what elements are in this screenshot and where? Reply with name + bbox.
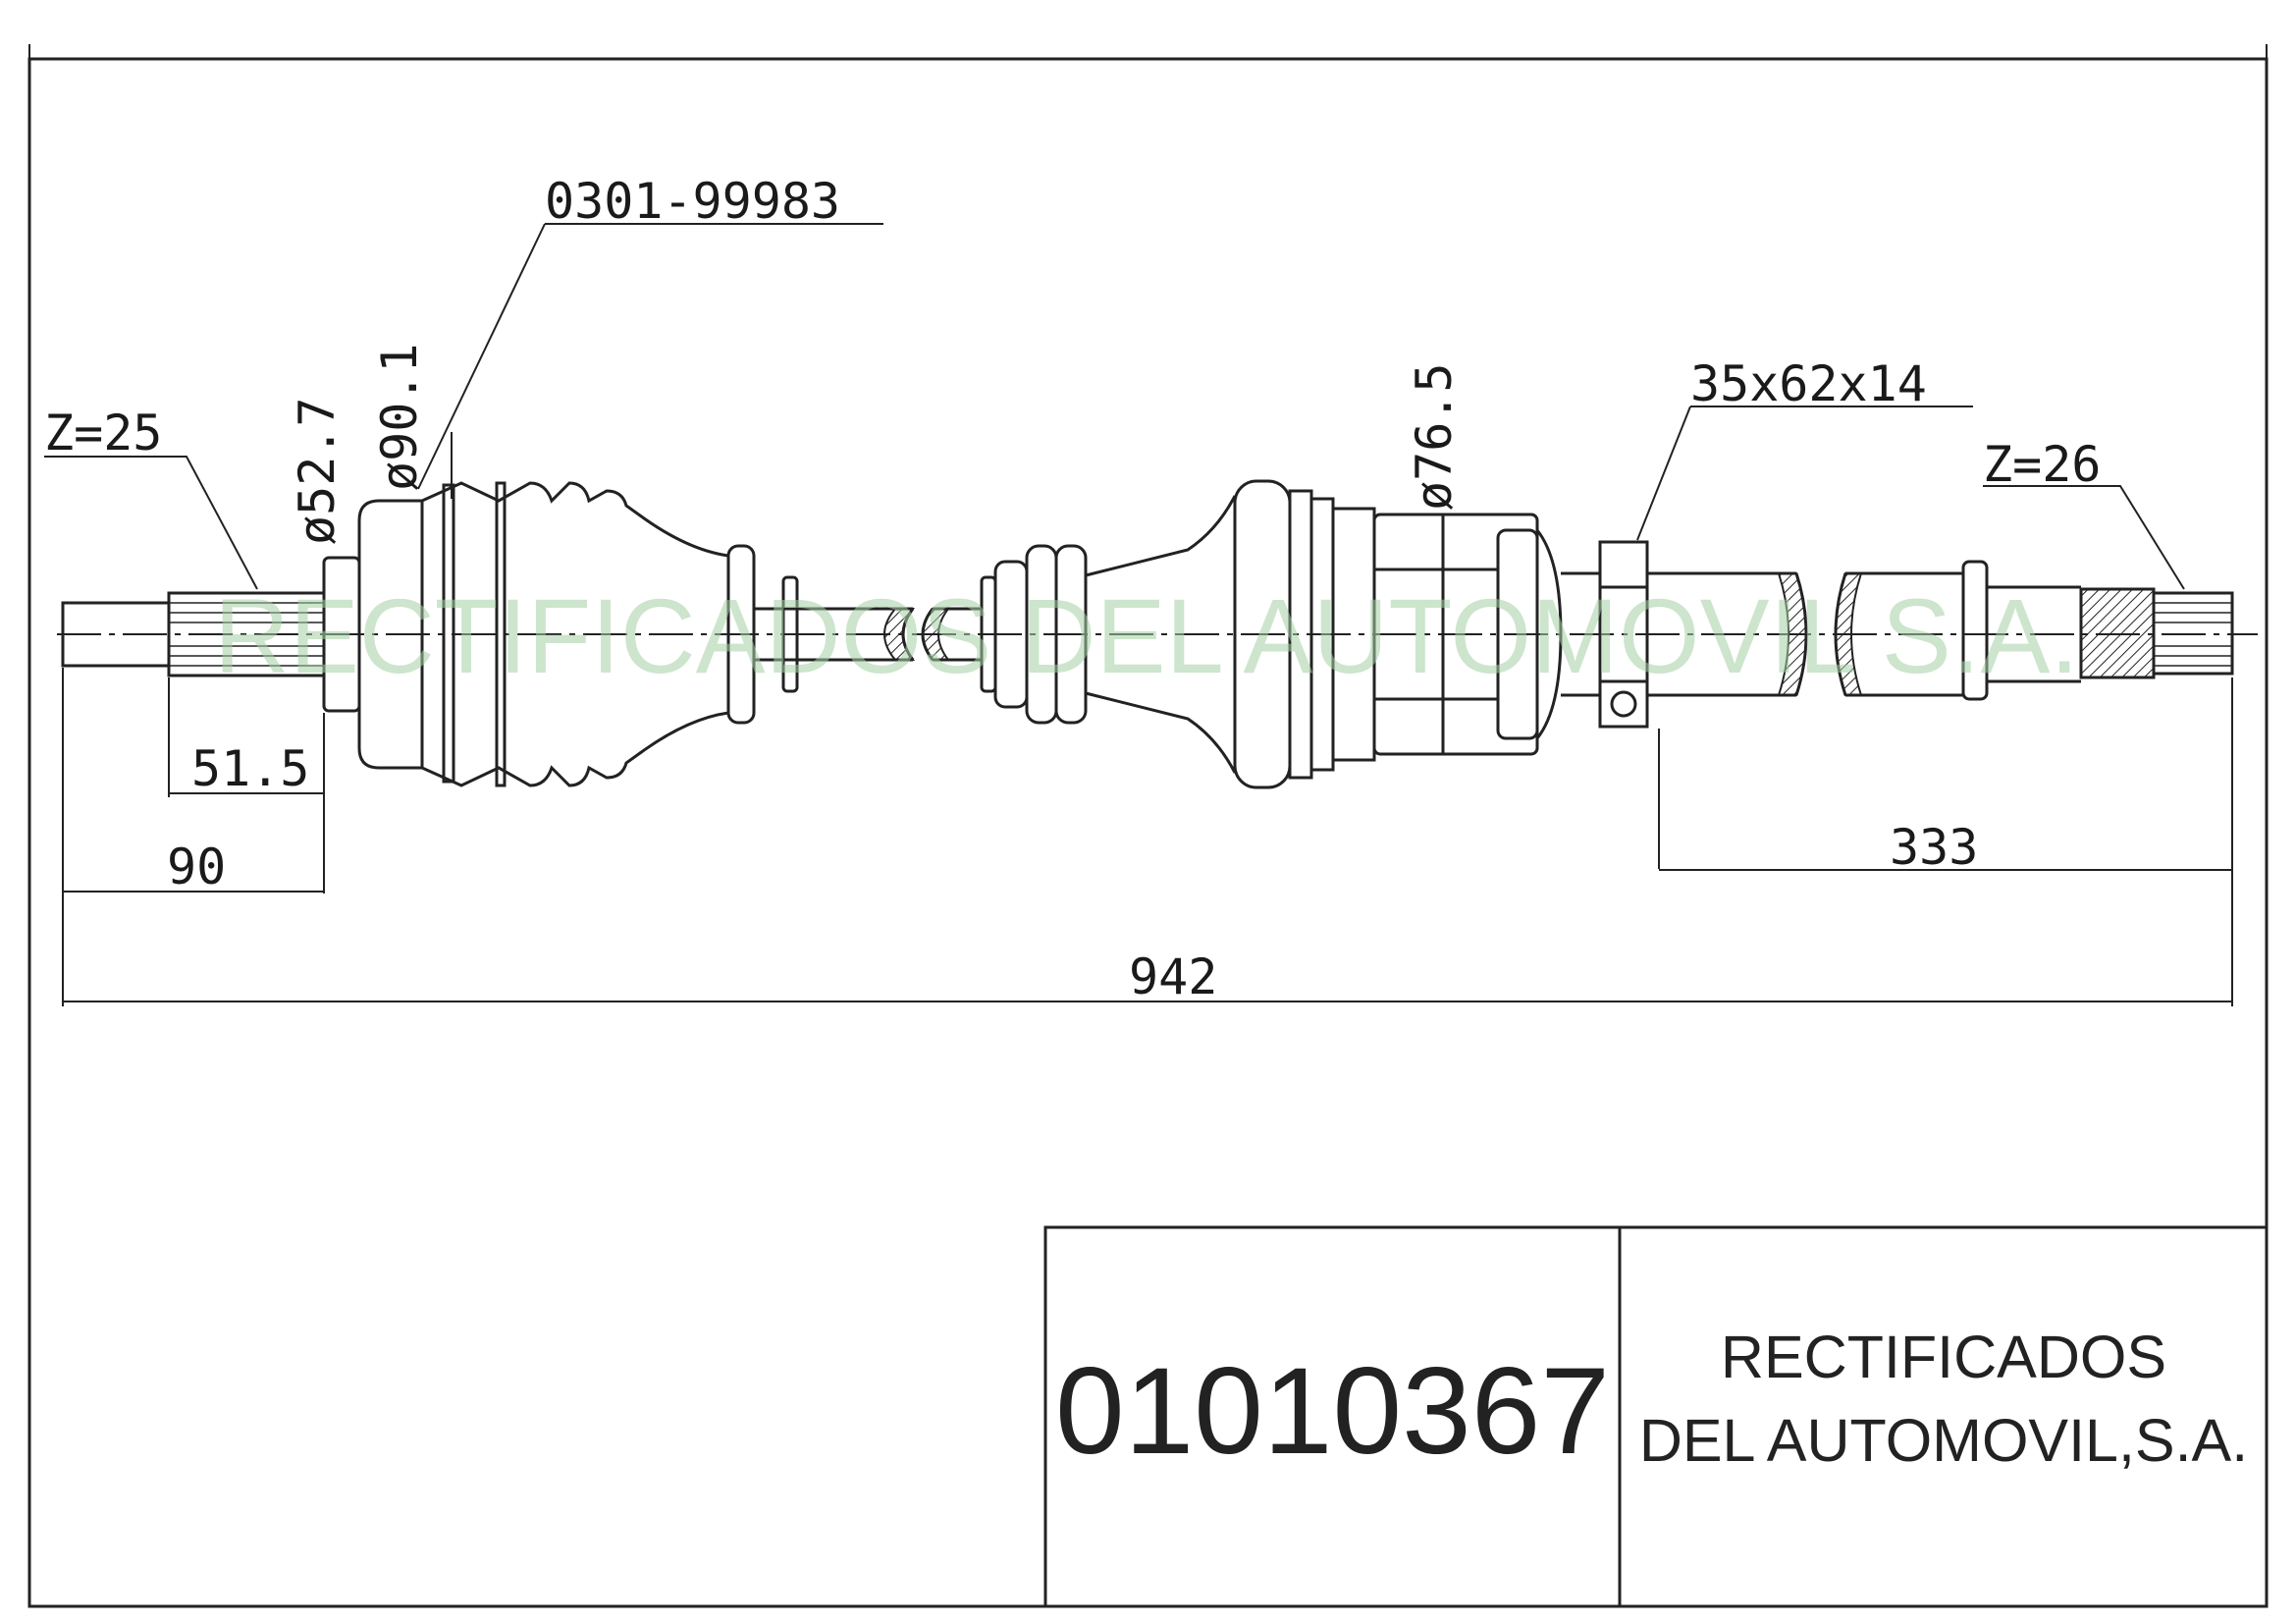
part-number: 01010367 — [1055, 1343, 1610, 1480]
spline-right-label: Z=26 — [1983, 436, 2101, 493]
frame-corner-ticks — [28, 44, 2268, 59]
diameter-label-1: ø52.7 — [289, 397, 346, 545]
dimension-label-2: 90 — [167, 839, 226, 895]
leader-lines — [44, 223, 2185, 590]
title-block — [1043, 1225, 2269, 1608]
dimension-label-3: 333 — [1890, 819, 1978, 876]
company-name-line2: DEL AUTOMOVIL,S.A. — [1639, 1407, 2248, 1474]
diameter-label-3: ø76.5 — [1406, 362, 1463, 511]
dimension-label-4: 942 — [1129, 948, 1217, 1005]
bearing-label: 35x62x14 — [1690, 355, 1927, 412]
spline-left-label: Z=25 — [44, 405, 162, 461]
company-name-line1: RECTIFICADOS — [1721, 1324, 2166, 1390]
boot-part-number-label: 0301-99983 — [545, 173, 840, 230]
shaft-break-hatch — [883, 572, 2155, 696]
diameter-label-2: ø90.1 — [371, 343, 428, 491]
spline-teeth — [169, 602, 2232, 667]
drive-shaft-outline — [61, 479, 2234, 789]
dimension-label-1: 51.5 — [191, 740, 309, 797]
dimension-lines — [62, 668, 2233, 1006]
watermark: RECTIFICADOS DEL AUTOMOVIL S.A. — [214, 576, 2079, 695]
